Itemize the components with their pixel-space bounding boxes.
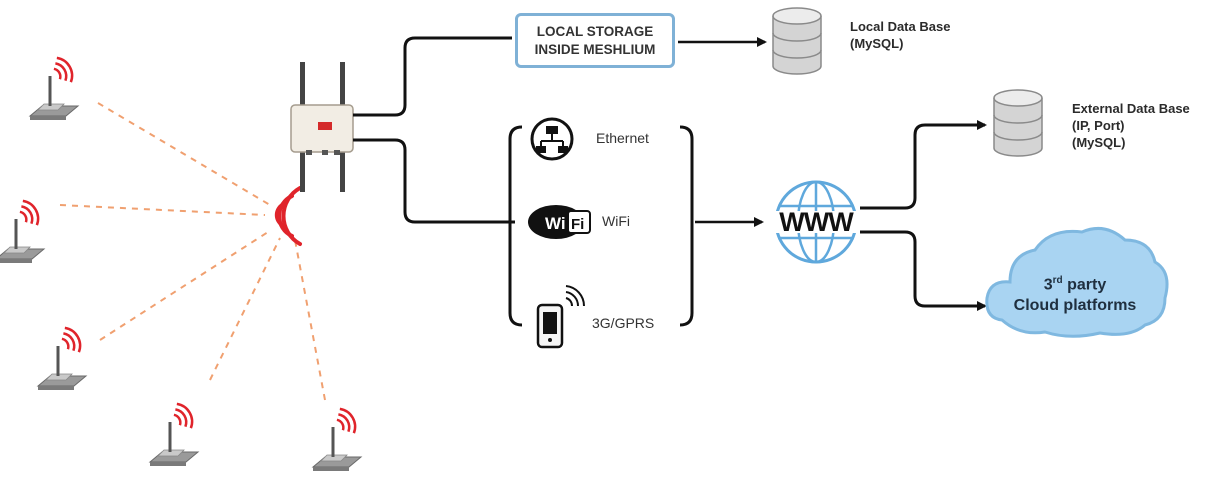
ethernet-icon [530,117,574,161]
www-label: WWW [779,207,853,237]
local-storage-box: LOCAL STORAGE INSIDE MESHLIUM [515,13,675,68]
local-db-line2: (MySQL) [850,36,904,51]
local-db-label: Local Data Base (MySQL) [850,18,950,52]
cloud-label: 3rd party Cloud platforms [985,270,1165,316]
cloud-line1-rest: party [1062,276,1107,294]
external-db-line2: (IP, Port) [1072,118,1125,133]
storage-line2: INSIDE MESHLIUM [534,41,656,57]
router-icon [290,62,354,192]
external-db-line1: External Data Base [1072,101,1190,116]
cloud-line2: Cloud platforms [1013,297,1137,315]
gateway-signal-icon [274,186,302,246]
dashed-links [59,102,326,401]
database-icon [772,7,822,75]
ethernet-label: Ethernet [596,130,649,146]
wifi-logo-wi: Wi [545,214,566,233]
globe-icon [772,180,860,264]
sensor-node-icon [28,53,80,122]
cellular-label: 3G/GPRS [592,315,655,331]
local-db-line1: Local Data Base [850,19,951,34]
wifi-label: WiFi [602,213,630,229]
cloud-line1: 3rd party [985,270,1165,295]
sensor-node-icon [148,399,200,468]
sensor-node-icon [311,404,363,473]
wifi-logo-fi: Fi [571,216,584,233]
sensor-node-icon [36,323,88,392]
storage-line1: LOCAL STORAGE [536,23,654,39]
external-db-line3: (MySQL) [1072,135,1126,150]
phone-icon [536,285,586,349]
database-icon [993,89,1043,157]
external-db-label: External Data Base (IP, Port) (MySQL) [1072,100,1190,151]
cloud-icon [985,226,1169,338]
wifi-logo-icon: Wi Fi [528,205,591,239]
sensor-node-icon [0,196,46,265]
cloud-line1-num: 3 [1043,276,1053,294]
cloud-line1-sup: rd [1052,275,1063,286]
